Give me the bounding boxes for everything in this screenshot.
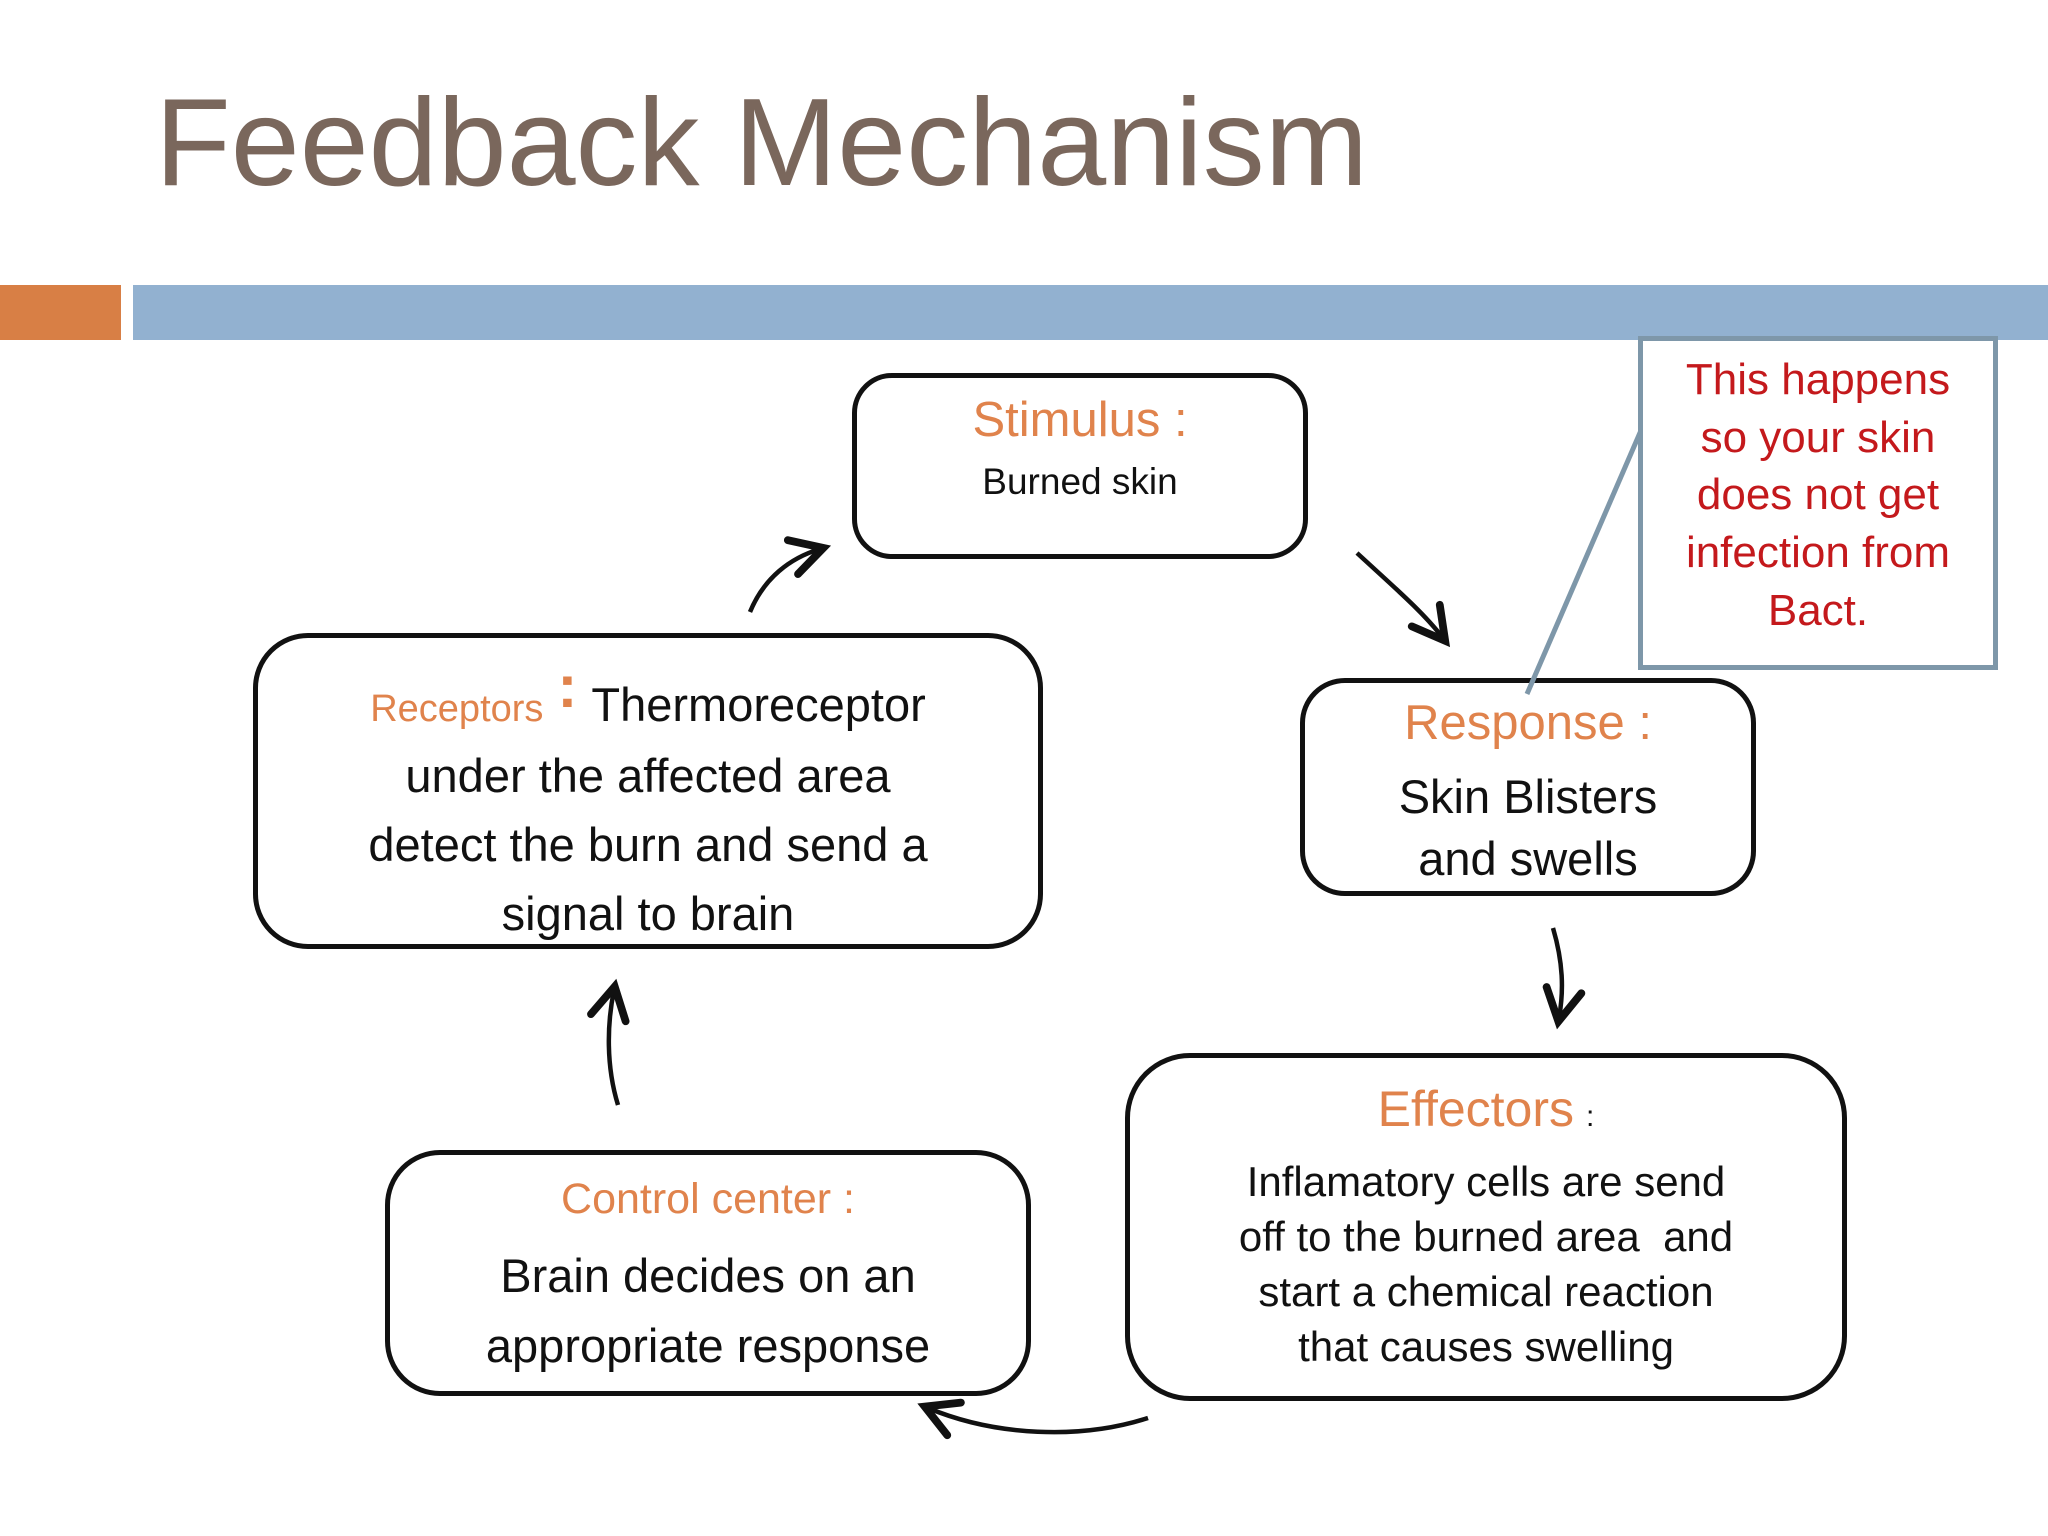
effectors-colon: :	[1586, 1100, 1595, 1133]
arrow-control-to-receptors	[587, 978, 630, 1106]
receptors-colon: :	[557, 653, 578, 720]
receptors-heading-rest: Thermoreceptor	[591, 678, 926, 731]
stimulus-body: Burned skin	[982, 461, 1178, 503]
effectors-box: Effectors : Inflamatory cells are send o…	[1125, 1053, 1847, 1401]
header-blue-bar	[133, 285, 2048, 340]
stimulus-heading: Stimulus :	[972, 393, 1188, 447]
note-callout-text: This happens so your skin does not get i…	[1685, 355, 1951, 635]
arrow-receptors-to-stimulus	[747, 536, 832, 613]
control-center-body: Brain decides on an appropriate response	[485, 1248, 931, 1373]
arrow-response-to-effectors	[1542, 927, 1586, 1030]
stimulus-box: Stimulus : Burned skin	[852, 373, 1308, 559]
note-callout: This happens so your skin does not get i…	[1638, 336, 1998, 670]
response-body: Skin Blisters and swells	[1398, 770, 1658, 886]
slide-title: Feedback Mechanism	[155, 74, 1368, 212]
receptors-heading-line: Receptors : Thermoreceptor	[258, 653, 1038, 735]
effectors-heading: Effectors	[1377, 1081, 1575, 1137]
effectors-body: Inflamatory cells are send off to the bu…	[1238, 1158, 1734, 1371]
response-box: Response : Skin Blisters and swells	[1300, 678, 1756, 896]
arrow-effectors-to-control	[917, 1398, 1149, 1440]
accent-orange-bar	[0, 285, 121, 340]
receptors-box: Receptors : Thermoreceptor under the aff…	[253, 633, 1043, 949]
callout-pointer-line	[1524, 404, 1655, 695]
arrow-stimulus-to-response	[1355, 551, 1451, 648]
response-heading: Response :	[1404, 696, 1652, 750]
effectors-heading-line: Effectors :	[1130, 1080, 1842, 1138]
control-center-box: Control center : Brain decides on an app…	[385, 1150, 1031, 1396]
control-center-heading: Control center :	[561, 1175, 855, 1223]
receptors-label: Receptors	[370, 688, 544, 730]
receptors-body: under the affected area detect the burn …	[368, 749, 928, 941]
